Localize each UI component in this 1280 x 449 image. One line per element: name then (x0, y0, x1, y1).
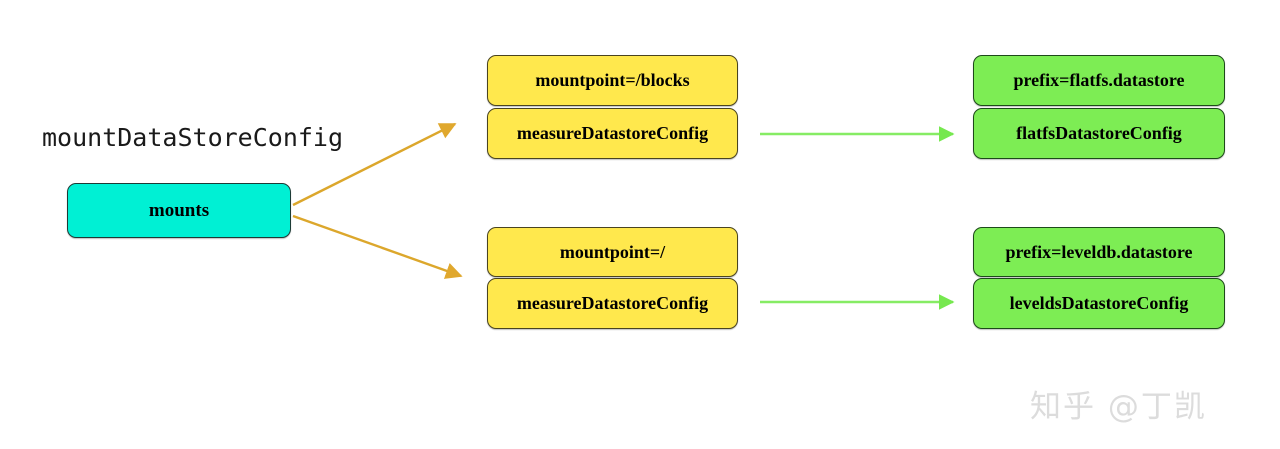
branch-arrow-lower (292, 214, 463, 279)
node-mountpoint-root[interactable]: mountpoint=/ (487, 227, 738, 277)
node-flatfs-datastore-config[interactable]: flatfsDatastoreConfig (973, 108, 1225, 159)
node-mounts[interactable]: mounts (67, 183, 291, 238)
node-levelds-datastore-config[interactable]: leveldsDatastoreConfig (973, 278, 1225, 329)
node-measure-datastore-config-blocks[interactable]: measureDatastoreConfig (487, 108, 738, 159)
node-mountpoint-blocks[interactable]: mountpoint=/blocks (487, 55, 738, 106)
zhihu-watermark: 知乎 @丁凯 (1030, 389, 1207, 425)
node-measure-datastore-config-root[interactable]: measureDatastoreConfig (487, 278, 738, 329)
node-prefix-leveldb-datastore[interactable]: prefix=leveldb.datastore (973, 227, 1225, 277)
diagram-title: mountDataStoreConfig (42, 123, 344, 152)
node-prefix-flatfs-datastore[interactable]: prefix=flatfs.datastore (973, 55, 1225, 106)
